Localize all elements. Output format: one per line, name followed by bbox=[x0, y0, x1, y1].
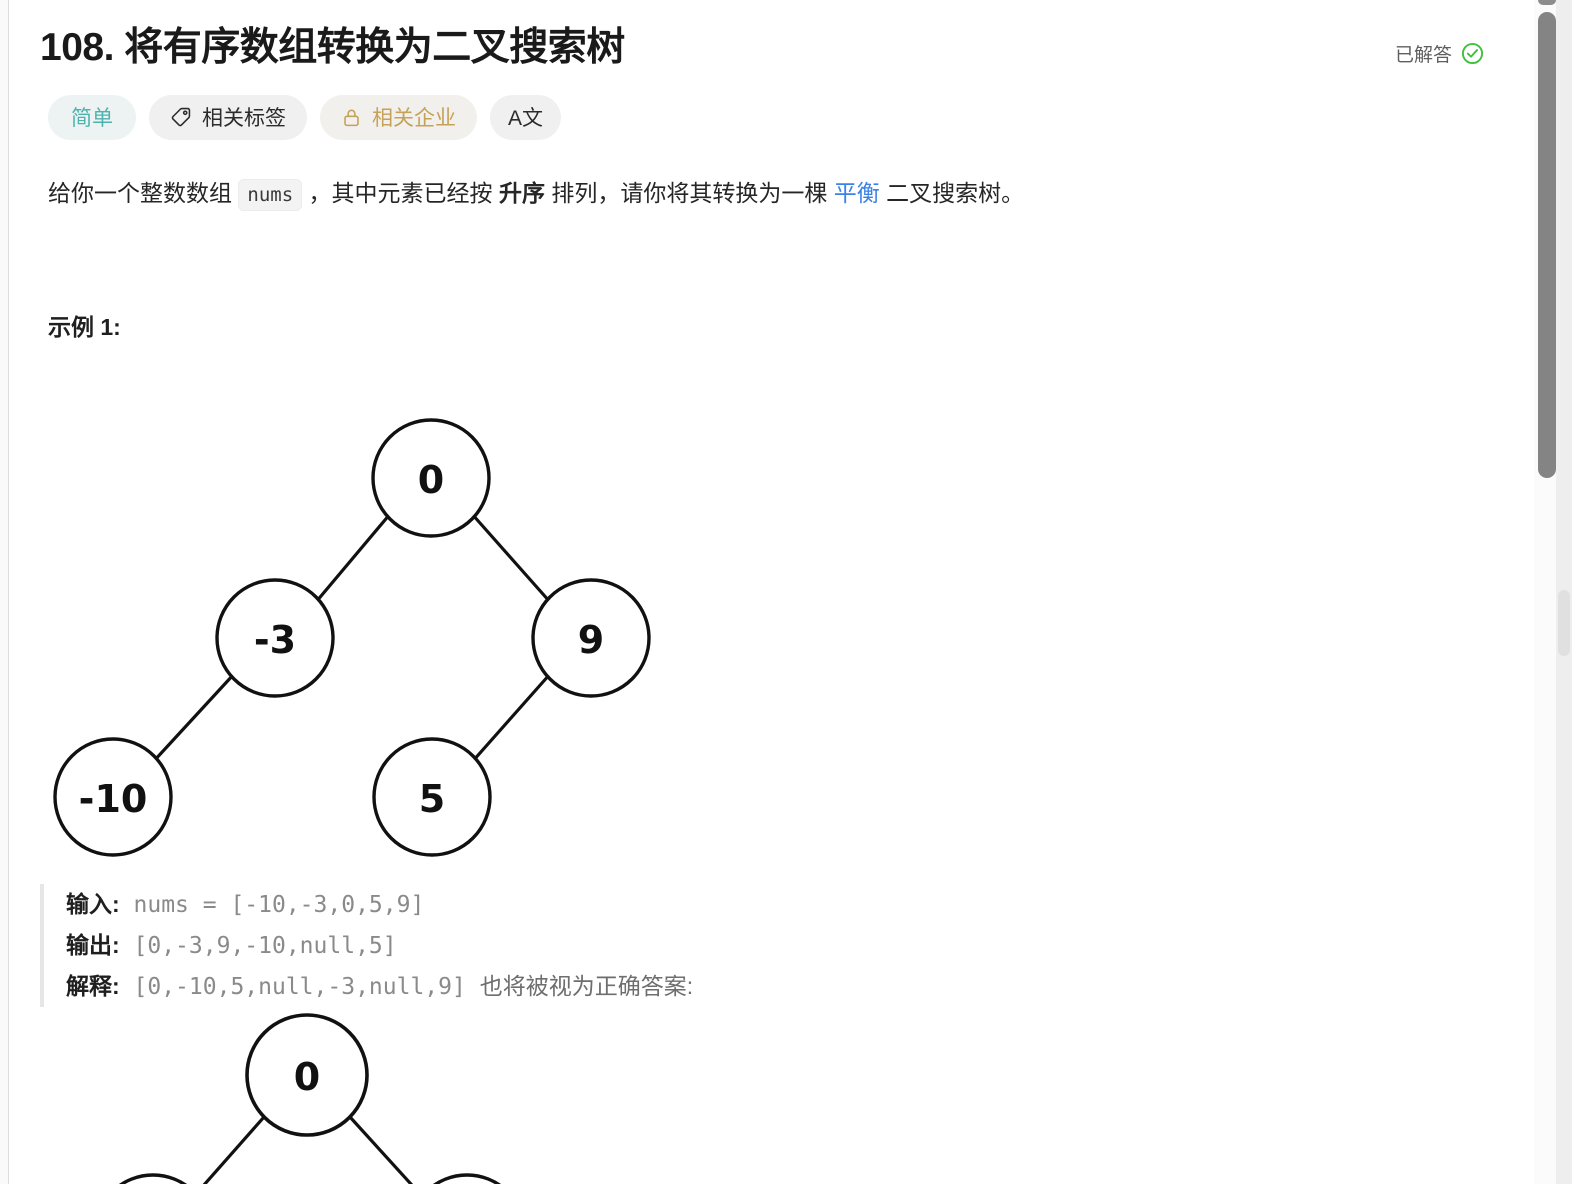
inline-code-nums: nums bbox=[238, 178, 303, 211]
related-companies-label: 相关企业 bbox=[372, 107, 456, 131]
difficulty-chip-label: 简单 bbox=[71, 107, 113, 131]
lock-icon bbox=[344, 109, 359, 126]
problem-header: 108. 将有序数组转换为二叉搜索树 已解答 bbox=[10, 0, 1534, 73]
tree2-node-0 bbox=[245, 1013, 369, 1137]
tree-node-minus10-label: -10 bbox=[79, 777, 148, 821]
panel-scrollbar-track[interactable] bbox=[1534, 0, 1558, 1184]
statement-text-1: 给你一个整数数组 bbox=[48, 179, 239, 206]
tree-node-5-label: 5 bbox=[419, 777, 445, 821]
tree-node-5 bbox=[372, 737, 492, 857]
tree-node-minus3 bbox=[215, 578, 335, 698]
related-companies-button[interactable]: 相关企业 bbox=[320, 94, 477, 140]
tree-2-nodes bbox=[118, 1013, 502, 1184]
tree-1-nodes bbox=[53, 418, 651, 857]
example-explanation-line: 解释: [0,-10,5,null,-3,null,9] 也将被视为正确答案: bbox=[66, 966, 1140, 1007]
left-panel-divider bbox=[0, 0, 9, 1184]
example-output-line: 输出: [0,-3,9,-10,null,5] bbox=[66, 925, 1140, 966]
tree2-node-left bbox=[118, 1173, 188, 1184]
tree-node-9 bbox=[531, 578, 651, 698]
example-output-value: [0,-3,9,-10,null,5] bbox=[119, 933, 397, 959]
status-badge: 已解答 bbox=[1395, 40, 1484, 67]
example-input-label: 输入: bbox=[66, 891, 120, 917]
example-1-heading: 示例 1: bbox=[48, 314, 121, 341]
tree-2-svg: 0 bbox=[118, 1013, 502, 1184]
statement-text-3: 排列，请你将其转换为一棵 bbox=[544, 179, 834, 206]
tree-1-edges bbox=[151, 512, 552, 764]
window-scrollbar-track[interactable] bbox=[1556, 0, 1572, 1184]
binary-search-tree-diagram-2: 0 bbox=[20, 1008, 720, 1184]
example-output-label: 输出: bbox=[66, 932, 120, 958]
example-explanation-value: [0,-10,5,null,-3,null,9] bbox=[119, 974, 480, 1000]
tree2-node-right bbox=[432, 1173, 502, 1184]
page-title: 108. 将有序数组转换为二叉搜索树 bbox=[40, 26, 625, 69]
panel-scrollbar-thumb[interactable] bbox=[1538, 12, 1556, 478]
translate-button[interactable]: A文 bbox=[490, 94, 562, 140]
tree-2-labels: 0 bbox=[294, 1055, 320, 1099]
example-input-value: nums = [-10,-3,0,5,9] bbox=[119, 892, 425, 918]
tree2-node-0-label: 0 bbox=[294, 1055, 320, 1099]
example-explanation-label: 解释: bbox=[66, 973, 120, 999]
statement-bold-ascending: 升序 bbox=[498, 179, 545, 206]
example-1-code-block: 输入: nums = [-10,-3,0,5,9] 输出: [0,-3,9,-1… bbox=[40, 884, 1140, 1007]
check-circle-icon bbox=[1461, 42, 1484, 65]
problem-meta-chips: 简单 相关标签 相关企业 A文 bbox=[10, 73, 1534, 140]
tag-icon bbox=[171, 108, 191, 127]
tree-2-edges bbox=[202, 1115, 414, 1184]
balanced-tree-link[interactable]: 平衡 bbox=[833, 179, 880, 206]
statement-text-2: ，其中元素已经按 bbox=[302, 179, 499, 206]
related-topics-label: 相关标签 bbox=[202, 107, 286, 131]
example-input-line: 输入: nums = [-10,-3,0,5,9] bbox=[66, 884, 1140, 925]
tree-node-9-label: 9 bbox=[578, 618, 604, 662]
translate-icon: A文 bbox=[508, 107, 544, 131]
related-topics-button[interactable]: 相关标签 bbox=[149, 94, 307, 140]
problem-statement: 给你一个整数数组 nums ，其中元素已经按 升序 排列，请你将其转换为一棵 平… bbox=[10, 140, 1534, 212]
panel-scrollbar-stub[interactable] bbox=[1538, 0, 1556, 5]
tree-node-0 bbox=[371, 418, 491, 538]
example-explanation-note: 也将被视为正确答案: bbox=[479, 973, 694, 999]
tree-node-0-label: 0 bbox=[418, 458, 444, 502]
tree-node-minus10 bbox=[53, 737, 173, 857]
tree-1-labels: 0 -3 9 -10 5 bbox=[79, 458, 605, 821]
tree-node-minus3-label: -3 bbox=[254, 618, 296, 662]
binary-search-tree-diagram-1: 0 -3 9 -10 5 bbox=[20, 400, 720, 880]
difficulty-chip[interactable]: 简单 bbox=[48, 94, 136, 140]
problem-description-panel: 108. 将有序数组转换为二叉搜索树 已解答 简单 相关标签 bbox=[10, 0, 1534, 1184]
statement-text-4: 二叉搜索树。 bbox=[879, 179, 1025, 206]
window-scrollbar-thumb[interactable] bbox=[1558, 590, 1570, 656]
tree-1-svg: 0 -3 9 -10 5 bbox=[53, 418, 651, 857]
status-badge-label: 已解答 bbox=[1394, 45, 1452, 66]
